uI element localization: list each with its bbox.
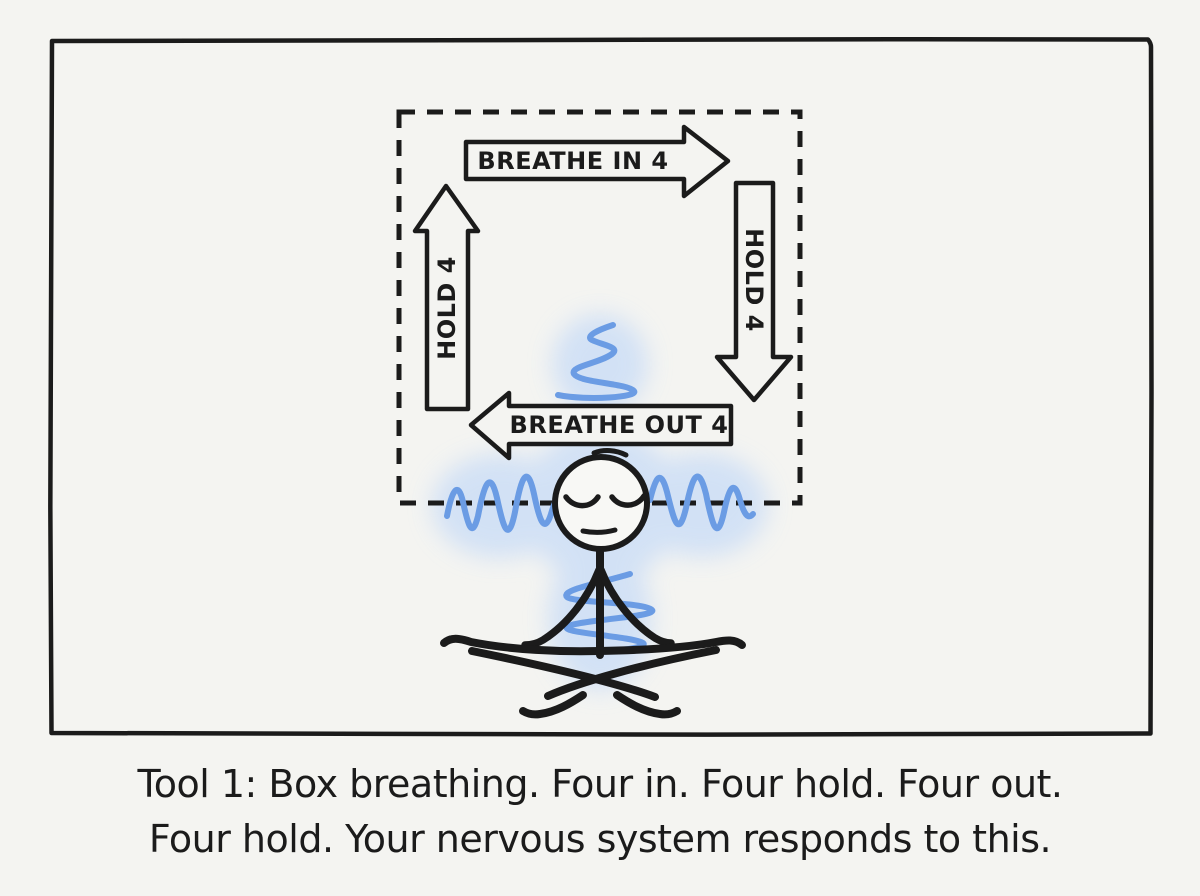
figure-hair-line <box>591 448 629 458</box>
caption: Tool 1: Box breathing. Four in. Four hol… <box>136 762 1063 861</box>
panel-border <box>47 36 1154 737</box>
meditating-figure <box>440 448 746 719</box>
arrow-right-shape <box>463 124 731 199</box>
hold-up-label: HOLD 4 <box>433 256 461 360</box>
arrow-down-shape <box>714 180 794 403</box>
breath-spiral-top-icon <box>555 322 638 401</box>
breath-spiral-torso-icon <box>563 571 656 655</box>
breathe-in-arrow: BREATHE IN 4 <box>463 124 731 199</box>
figure-left-eye <box>563 494 601 509</box>
figure-right-shin <box>544 646 720 700</box>
glow-right-wave <box>636 453 768 557</box>
breathe-out-arrow: BREATHE OUT 4 <box>468 390 734 461</box>
figure-mouth <box>580 527 618 535</box>
arrow-left-shape <box>468 390 734 461</box>
caption-line-2: Four hold. Your nervous system responds … <box>149 817 1051 861</box>
figure-right-foot <box>613 691 681 719</box>
figure-right-arm <box>597 566 675 647</box>
caption-line-1: Tool 1: Box breathing. Four in. Four hol… <box>136 762 1062 806</box>
breath-scribbles <box>444 322 756 655</box>
figure-knee-line <box>440 634 746 656</box>
breath-wave-left-icon <box>444 473 565 533</box>
breathe-out-label: BREATHE OUT 4 <box>510 411 729 439</box>
hold-up-arrow: HOLD 4 <box>412 183 481 412</box>
breathe-in-label: BREATHE IN 4 <box>477 147 668 175</box>
hold-down-label: HOLD 4 <box>740 228 768 332</box>
arrow-up-shape <box>412 183 481 412</box>
figure-left-arm <box>521 566 603 649</box>
figure-left-foot <box>519 691 587 719</box>
breath-wave-right-icon <box>647 473 756 532</box>
hold-down-arrow: HOLD 4 <box>714 180 794 403</box>
figure-right-eye <box>609 493 647 508</box>
figure-left-shin <box>468 647 659 701</box>
